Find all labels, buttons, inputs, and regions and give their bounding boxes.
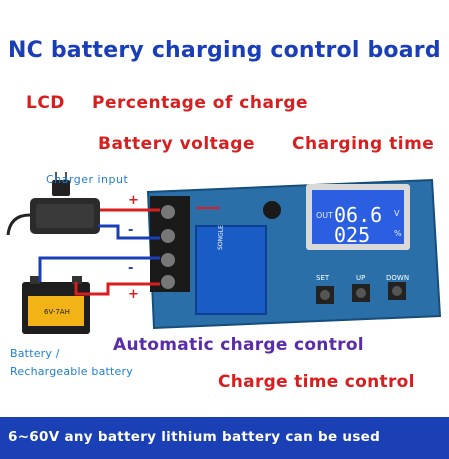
charging-time-label: Charging time [292, 134, 435, 154]
battery-voltage-label: Battery voltage [98, 134, 255, 154]
charger-adapter-icon [6, 172, 100, 236]
automatic-charge-control-label: Automatic charge control [113, 335, 364, 355]
battery-label: Battery / Rechargeable battery [10, 345, 133, 381]
battery-label-line1: Battery / [10, 347, 60, 360]
display-out-label: OUT [316, 211, 333, 220]
footer-banner [0, 417, 449, 459]
polarity-plus-2: + [128, 287, 139, 302]
down-button [388, 282, 406, 300]
battery-label-line2: Rechargeable battery [10, 365, 133, 378]
display-unit-pct: % [394, 229, 402, 238]
display-top-value: 06.6 [334, 203, 382, 227]
display-unit-v: V [394, 209, 400, 218]
charger-input-label: Charger input [46, 173, 129, 186]
percentage-label: Percentage of charge [92, 93, 309, 113]
up-button-label: UP [356, 274, 365, 282]
footer-text: 6~60V any battery lithium battery can be… [8, 429, 381, 445]
polarity-minus-1: - [128, 223, 133, 238]
set-button-label: SET [316, 274, 330, 282]
charge-time-control-label: Charge time control [218, 372, 415, 392]
display-bottom-value: 025 [334, 223, 370, 247]
battery-brand-text: 6V-7AH [44, 308, 70, 316]
down-button-label: DOWN [386, 274, 409, 282]
lcd-label: LCD [26, 93, 65, 113]
relay-brand-text: SONGLE [217, 225, 225, 250]
up-button [352, 284, 370, 302]
polarity-minus-2: - [128, 261, 133, 276]
polarity-plus-1: + [128, 193, 139, 208]
wires [38, 207, 220, 296]
set-button [316, 286, 334, 304]
battery-icon: 6V-7AH [22, 276, 90, 334]
pcb-board: SONGLE OUT 06.6 025 V % SET UP DOWN [146, 178, 442, 330]
page-title: NC battery charging control board [8, 38, 441, 63]
